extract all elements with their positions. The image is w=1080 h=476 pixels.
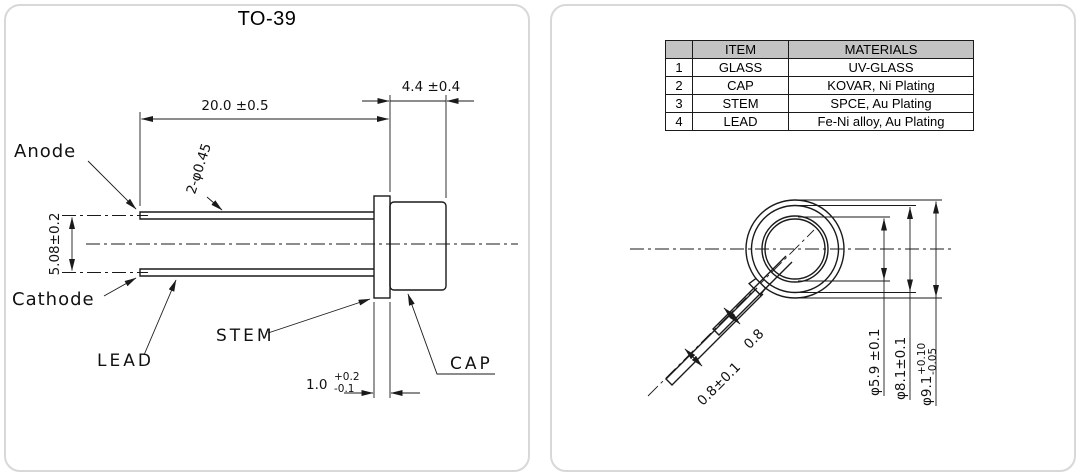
cell-item: LEAD [692,112,789,131]
table-row: 3 STEM SPCE, Au Plating [665,94,974,113]
side-view-panel: TO-39 [4,4,530,472]
header-no [665,40,693,59]
header-item: ITEM [692,40,789,59]
package-title: TO-39 [237,8,297,30]
cell-no: 2 [665,76,693,95]
cell-material: KOVAR, Ni Plating [788,76,974,95]
bottom-view-panel: ITEM MATERIALS 1 GLASS UV-GLASS 2 CAP KO… [550,4,1076,472]
cell-material: Fe-Ni alloy, Au Plating [788,112,974,131]
header-materials: MATERIALS [788,40,974,59]
cell-no: 4 [665,112,693,131]
materials-header-row: ITEM MATERIALS [665,40,974,59]
cell-no: 3 [665,94,693,113]
cell-item: GLASS [692,58,789,77]
cell-no: 1 [665,58,693,77]
cell-item: CAP [692,76,789,95]
table-row: 4 LEAD Fe-Ni alloy, Au Plating [665,112,974,131]
cell-item: STEM [692,94,789,113]
table-row: 2 CAP KOVAR, Ni Plating [665,76,974,95]
cell-material: UV-GLASS [788,58,974,77]
cell-material: SPCE, Au Plating [788,94,974,113]
materials-table: ITEM MATERIALS 1 GLASS UV-GLASS 2 CAP KO… [665,40,974,131]
table-row: 1 GLASS UV-GLASS [665,58,974,77]
